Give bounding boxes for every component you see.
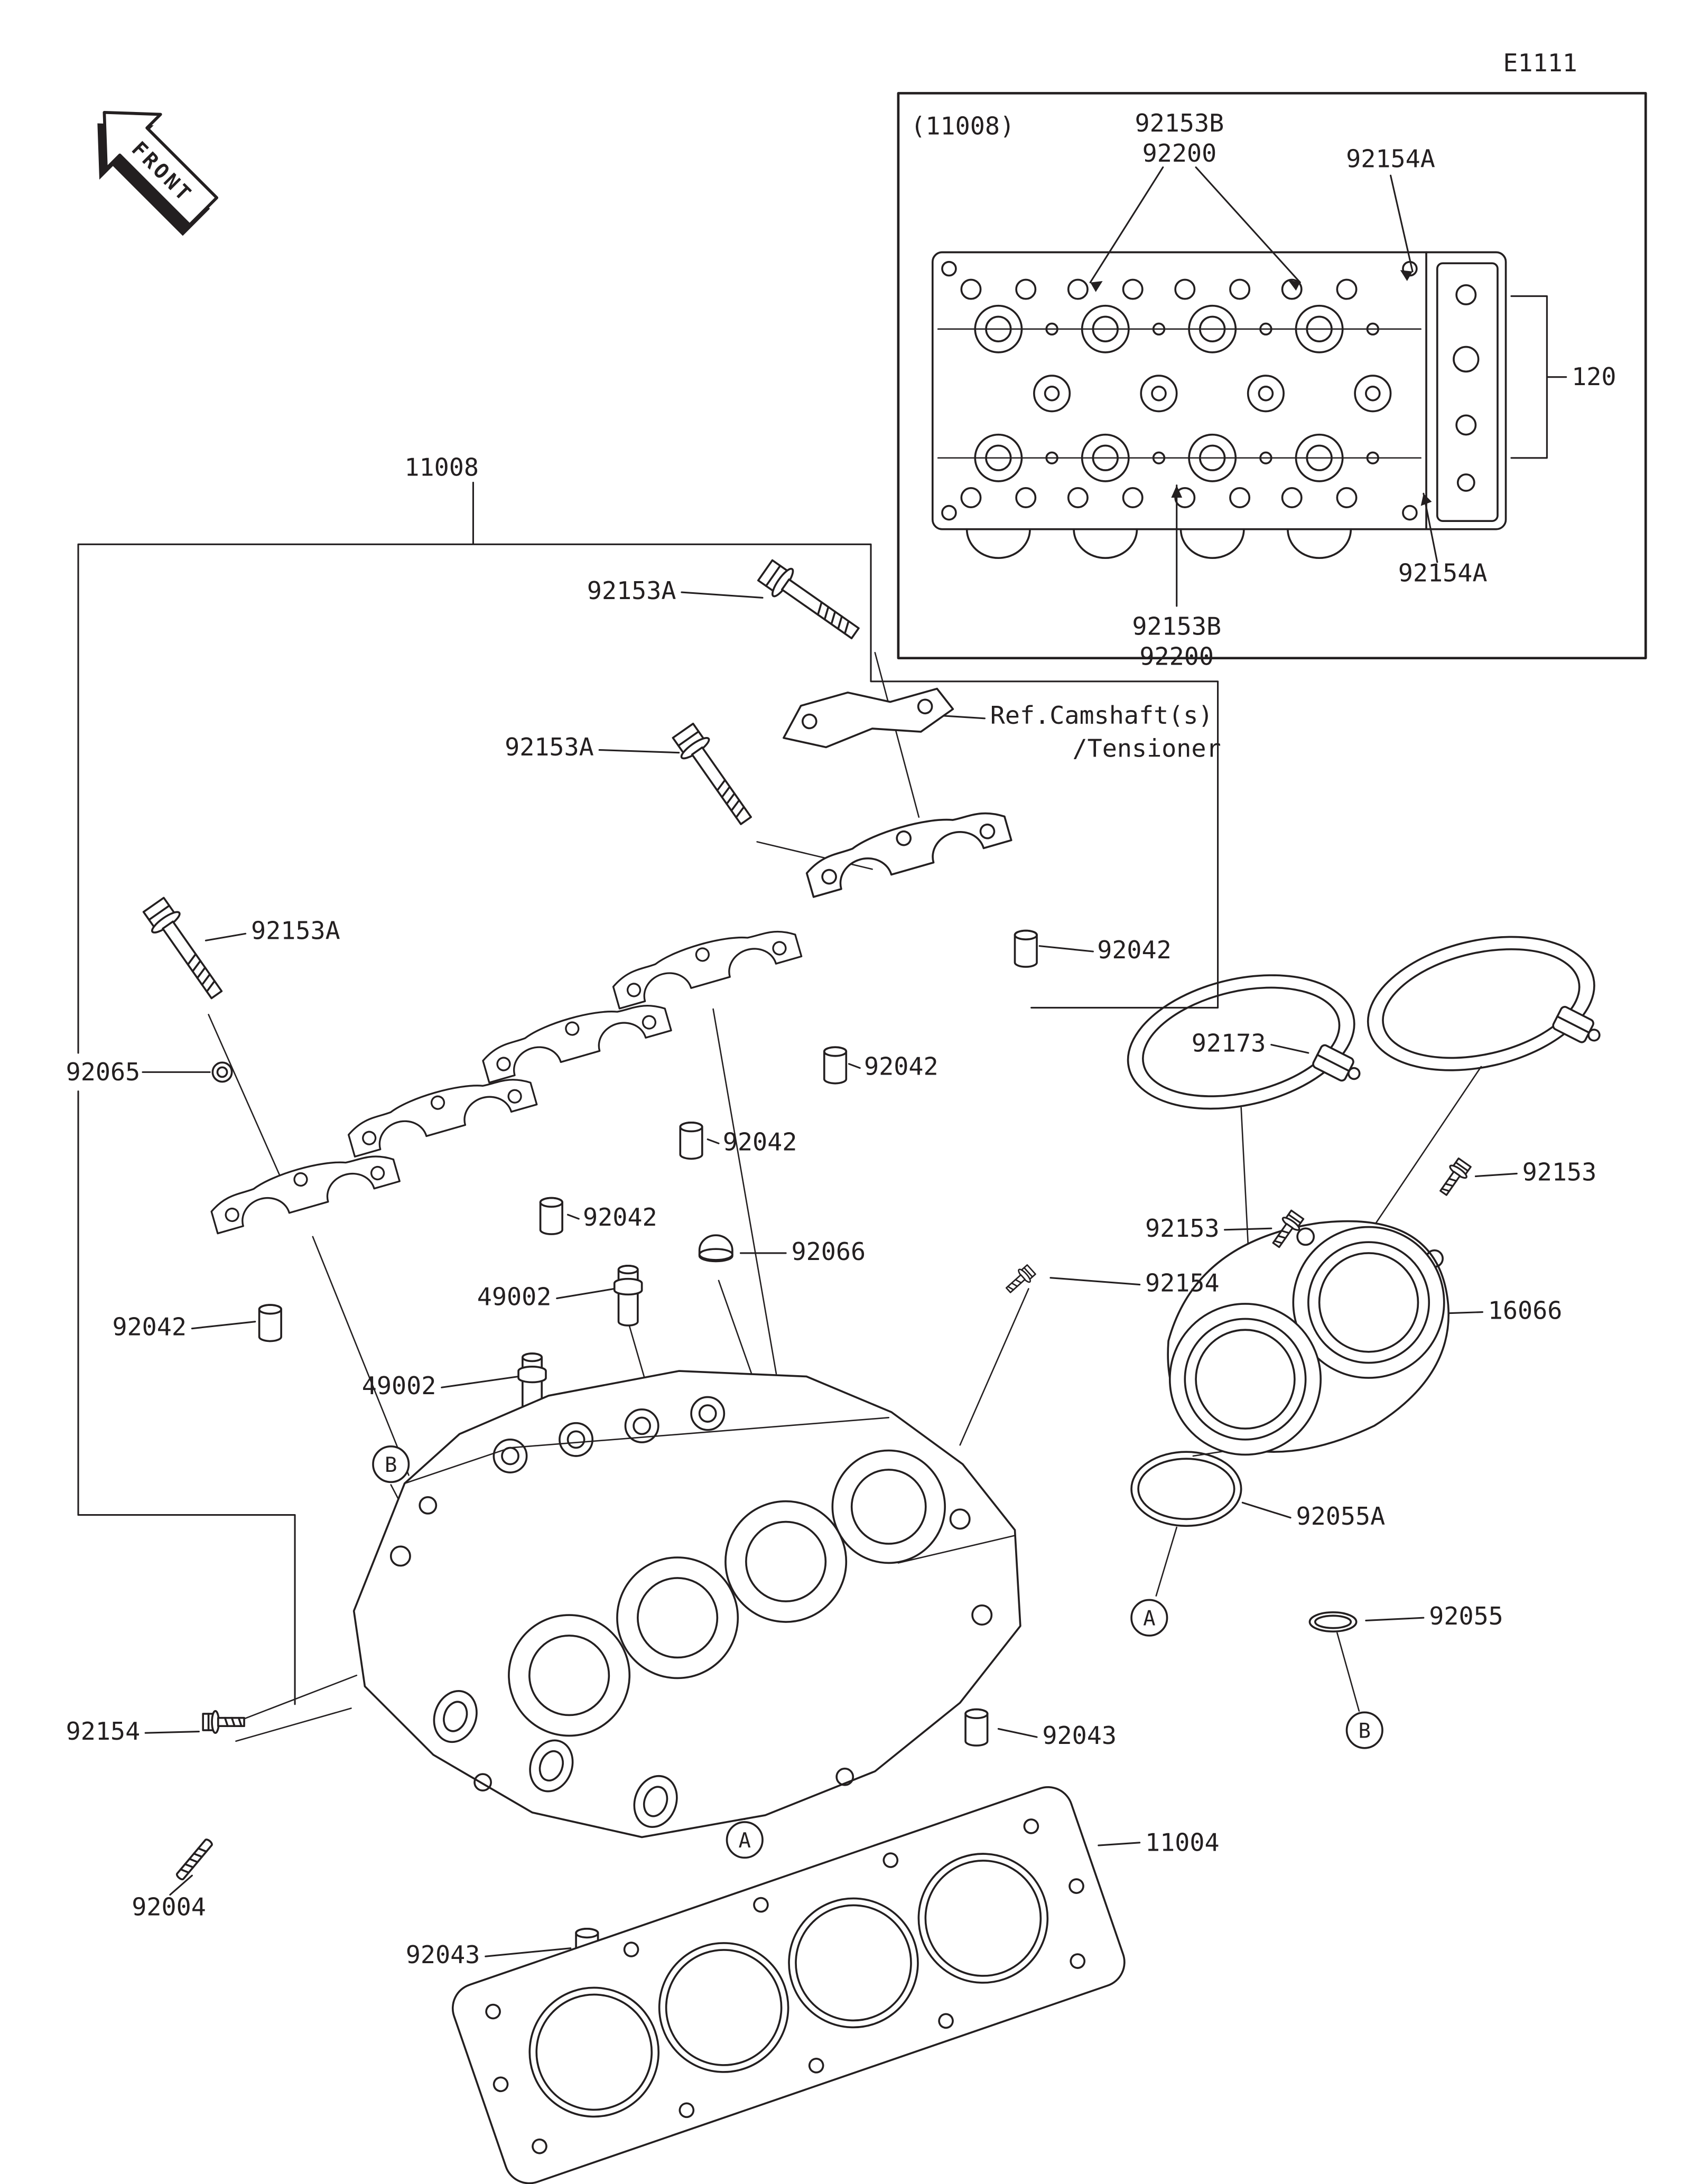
callout-92043-1: 92043 [1042, 1722, 1117, 1750]
callout-92173: 92173 [1192, 1029, 1266, 1058]
head-gasket-drawing [451, 1786, 1126, 2184]
stud-92004 [174, 1837, 214, 1882]
inset-head-drawing [931, 251, 1507, 559]
throttle-holder-16066 [1167, 1220, 1450, 1456]
callout-49002-2: 49002 [362, 1372, 436, 1401]
callout-inset-92154a-top: 92154A [1346, 145, 1435, 174]
callout-11004: 11004 [1145, 1828, 1220, 1857]
callout-92004: 92004 [132, 1893, 206, 1921]
page-code: E1111 [1503, 49, 1577, 78]
callout-inset-92154a-bottom: 92154A [1398, 559, 1488, 587]
bolt-92153a-2 [668, 720, 760, 831]
callout-inset-120: 120 [1572, 363, 1616, 391]
marker-b-1: B [372, 1445, 410, 1483]
callout-92153a-3: 92153A [251, 917, 340, 946]
cam-cap-3 [477, 992, 672, 1084]
screw-92153-2 [1434, 1156, 1474, 1200]
callout-92153-2: 92153 [1145, 1215, 1220, 1243]
cam-cap-4 [343, 1066, 538, 1158]
callout-92154-left: 92154 [66, 1718, 141, 1746]
callout-92055a: 92055A [1296, 1502, 1385, 1531]
oring-92055 [1308, 1611, 1358, 1632]
dowel-92042-1 [1014, 929, 1038, 968]
camshaft-tensioner-bracket [783, 687, 954, 749]
bolt-92153a-1 [755, 556, 866, 648]
callout-inset-92153b-bottom: 92153B [1132, 613, 1221, 641]
dowel-92042-5 [258, 1304, 282, 1342]
callout-92042-5: 92042 [112, 1313, 187, 1342]
callout-inset-92153b-top: 92153B [1135, 109, 1224, 138]
callout-92042-4: 92042 [583, 1203, 657, 1232]
cylinder-head-drawing [352, 1370, 1021, 1838]
leader-lines [77, 481, 1518, 1957]
callout-ref-tensioner: /Tensioner [1072, 734, 1221, 763]
svg-text:B: B [1359, 1719, 1371, 1743]
callout-inset-assembly-ref: (11008) [910, 112, 1015, 141]
callout-92153-1: 92153 [1522, 1158, 1597, 1187]
callout-16066: 16066 [1488, 1296, 1563, 1325]
callout-92055: 92055 [1429, 1602, 1503, 1631]
callout-92065: 92065 [66, 1058, 141, 1087]
svg-text:A: A [1143, 1607, 1155, 1630]
svg-text:B: B [385, 1453, 397, 1477]
callout-inset-92200-top: 92200 [1142, 139, 1217, 168]
callout-ref-camshaft: Ref.Camshaft(s) [990, 702, 1213, 730]
plug-92154-left [202, 1710, 245, 1734]
callout-inset-92200-bottom: 92200 [1139, 643, 1214, 671]
inset-box: (11008) 92153B 92200 92154A 120 92154A 9… [897, 92, 1647, 671]
callout-92154-right: 92154 [1145, 1270, 1220, 1298]
callout-92042-3: 92042 [723, 1128, 797, 1156]
pin-92043-1 [964, 1708, 989, 1747]
callout-92153a-1: 92153A [587, 577, 676, 605]
marker-a-1: A [1130, 1599, 1168, 1637]
dowel-92042-4 [539, 1197, 563, 1235]
marker-a-2: A [726, 1821, 764, 1859]
callout-92042-1: 92042 [1097, 936, 1172, 965]
cam-cap-5 [206, 1142, 401, 1235]
callout-92043-2: 92043 [406, 1941, 480, 1970]
marker-b-2: B [1345, 1711, 1383, 1749]
inset-leader-lines [1089, 166, 1567, 607]
cam-cap-2 [608, 917, 803, 1010]
callout-92066: 92066 [791, 1238, 866, 1266]
dowel-92042-3 [679, 1122, 703, 1160]
oring-92055a [1130, 1451, 1242, 1527]
plug-92066 [698, 1234, 733, 1263]
callout-92042-2: 92042 [864, 1053, 939, 1081]
washer-92065 [211, 1061, 233, 1083]
dowel-92042-2 [823, 1046, 848, 1085]
valve-guide-49002-1 [613, 1264, 643, 1327]
callout-49002-1: 49002 [477, 1283, 552, 1312]
bolt-92153a-3 [139, 894, 231, 1005]
cam-cap-1 [801, 798, 1012, 898]
plug-92154-right [1002, 1263, 1038, 1298]
callout-11008: 11008 [404, 454, 479, 482]
callout-92153a-2: 92153A [505, 733, 594, 762]
front-arrow-icon: FRONT [97, 110, 219, 236]
clamp-92173-2 [1353, 915, 1610, 1098]
svg-text:A: A [739, 1829, 751, 1853]
